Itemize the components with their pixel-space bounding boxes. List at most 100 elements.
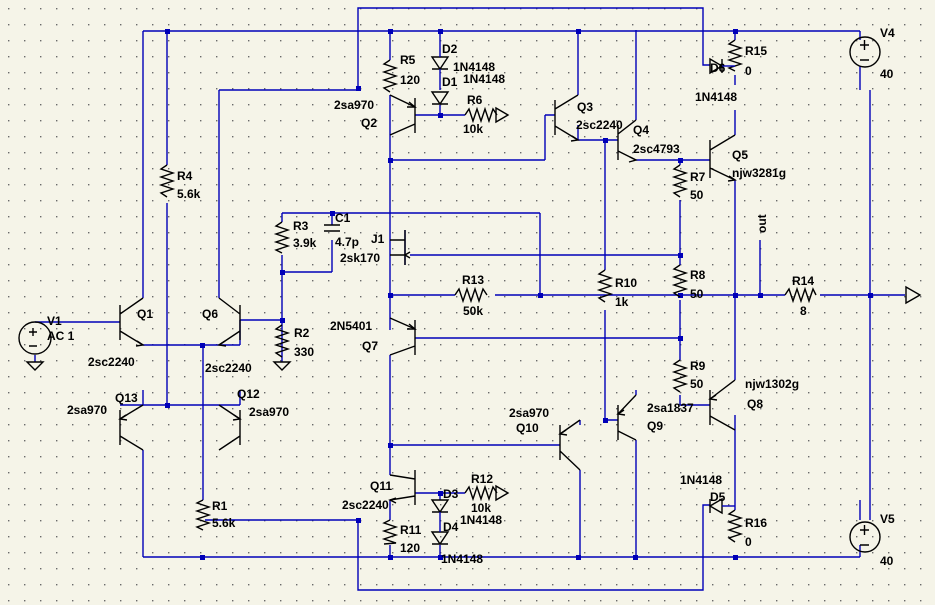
label-d1-name: D1 <box>442 75 458 89</box>
label-r12-value: 10k <box>471 501 491 515</box>
label-v5-value: 40 <box>880 554 894 568</box>
label-d2-model: 1N4148 <box>453 60 495 74</box>
label-q8-name: Q8 <box>747 397 763 411</box>
label-v5-name: V5 <box>880 512 895 526</box>
label-c1-value: 4.7p <box>335 235 359 249</box>
label-q13-model: 2sa970 <box>67 403 107 417</box>
label-q3-model: 2sc2240 <box>576 118 623 132</box>
label-d4-name: D4 <box>443 520 459 534</box>
wire-output <box>680 90 905 520</box>
label-d3-name: D3 <box>443 487 459 501</box>
resistor-r16-symbol <box>726 509 744 543</box>
label-r4-name: R4 <box>177 169 193 183</box>
label-r9-value: 50 <box>690 377 704 391</box>
label-q5-name: Q5 <box>732 148 748 162</box>
label-q9-name: Q9 <box>647 419 663 433</box>
wire-r3-c1 <box>281 212 540 273</box>
label-r13-name: R13 <box>462 273 484 287</box>
label-r2-name: R2 <box>294 326 310 340</box>
label-r10-value: 1k <box>615 295 629 309</box>
label-v4-name: V4 <box>880 26 895 40</box>
diode-d5-symbol <box>708 497 735 515</box>
label-r14-name: R14 <box>792 274 814 288</box>
transistor-q5-symbol <box>709 134 737 182</box>
wire-diode-bottom <box>415 492 465 557</box>
transistor-q4-symbol <box>617 119 638 163</box>
label-q7-model: 2N5401 <box>330 319 372 333</box>
resistor-r2-symbol <box>273 324 291 358</box>
label-r2-value: 330 <box>294 345 314 359</box>
wire-v1 <box>34 321 120 362</box>
transistor-q13-symbol <box>118 404 144 451</box>
label-q11-name: Q11 <box>370 479 392 493</box>
label-r11-value: 120 <box>400 541 420 555</box>
transistor-q12-symbol <box>218 404 242 451</box>
wire-q6-feed <box>218 89 358 298</box>
capacitor-c1-symbol <box>324 224 340 232</box>
terminal-arrow-icon <box>495 484 510 502</box>
output-arrow-icon <box>905 285 922 305</box>
label-r10-name: R10 <box>615 276 637 290</box>
resistor-r5-symbol <box>381 59 399 93</box>
diode-d1-symbol <box>430 91 450 106</box>
label-q2-model: 2sa970 <box>334 98 374 112</box>
label-d5-name: D5 <box>710 490 726 504</box>
label-r13-value: 50k <box>463 304 483 318</box>
label-r1-value: 5.6k <box>212 516 236 530</box>
transistor-q3-symbol <box>554 94 580 142</box>
label-r15-value: 0 <box>745 64 752 78</box>
label-q8-model: njw1302g <box>745 377 799 391</box>
label-r8-value: 50 <box>690 287 704 301</box>
resistor-r6-symbol <box>464 106 498 124</box>
resistor-r7-symbol <box>671 164 689 198</box>
label-q11-model: 2sc2240 <box>342 498 389 512</box>
label-r16-value: 0 <box>745 535 752 549</box>
label-j1-model: 2sk170 <box>340 251 380 265</box>
resistor-r3-symbol <box>273 221 291 254</box>
voltage-source-v4-symbol <box>849 36 881 68</box>
diode-d6-symbol <box>709 57 735 75</box>
wire-q5-q8 <box>680 75 736 557</box>
label-d6-name: D6 <box>710 61 726 75</box>
label-r3-name: R3 <box>293 219 309 233</box>
resistor-r8-symbol <box>671 264 689 298</box>
label-r12-name: R12 <box>471 472 493 486</box>
resistor-r14-symbol <box>784 286 817 304</box>
label-q2-name: Q2 <box>361 116 377 130</box>
label-d5-model: 1N4148 <box>680 473 722 487</box>
label-r11-name: R11 <box>400 523 422 537</box>
wire-loop-top <box>357 7 710 88</box>
resistor-r13-symbol <box>454 286 488 304</box>
diode-d4-symbol <box>430 512 450 546</box>
symbols <box>18 30 922 553</box>
label-r3-value: 3.9k <box>293 236 317 250</box>
label-r16-name: R16 <box>745 516 767 530</box>
label-r4-value: 5.6k <box>177 187 201 201</box>
label-v4-value: 40 <box>880 67 894 81</box>
transistor-q10-symbol <box>558 419 581 471</box>
label-r15-name: R15 <box>745 44 767 58</box>
label-v1-value: AC 1 <box>47 329 75 343</box>
ground-icon <box>25 361 45 371</box>
label-r6-value: 10k <box>463 122 483 136</box>
label-r1-name: R1 <box>212 499 228 513</box>
label-q1-name: Q1 <box>137 307 153 321</box>
label-d2-name: D2 <box>442 42 458 56</box>
label-r9-name: R9 <box>690 359 706 373</box>
label-q12-name: Q12 <box>237 387 260 401</box>
transistor-q8-symbol <box>708 379 736 431</box>
label-r6-name: R6 <box>467 93 483 107</box>
resistor-r10-symbol <box>596 269 614 303</box>
label-q3-name: Q3 <box>577 100 593 114</box>
wire-q2-bias <box>390 114 555 161</box>
voltage-source-v1-symbol <box>18 321 52 355</box>
label-q4-name: Q4 <box>633 123 649 137</box>
label-q1-model: 2sc2240 <box>88 355 135 369</box>
label-q12-model: 2sa970 <box>249 405 289 419</box>
label-q9-model: 2sa1837 <box>647 401 694 415</box>
label-r7-name: R7 <box>690 170 706 184</box>
label-q6-model: 2sc2240 <box>205 361 252 375</box>
label-q13-name: Q13 <box>115 391 138 405</box>
